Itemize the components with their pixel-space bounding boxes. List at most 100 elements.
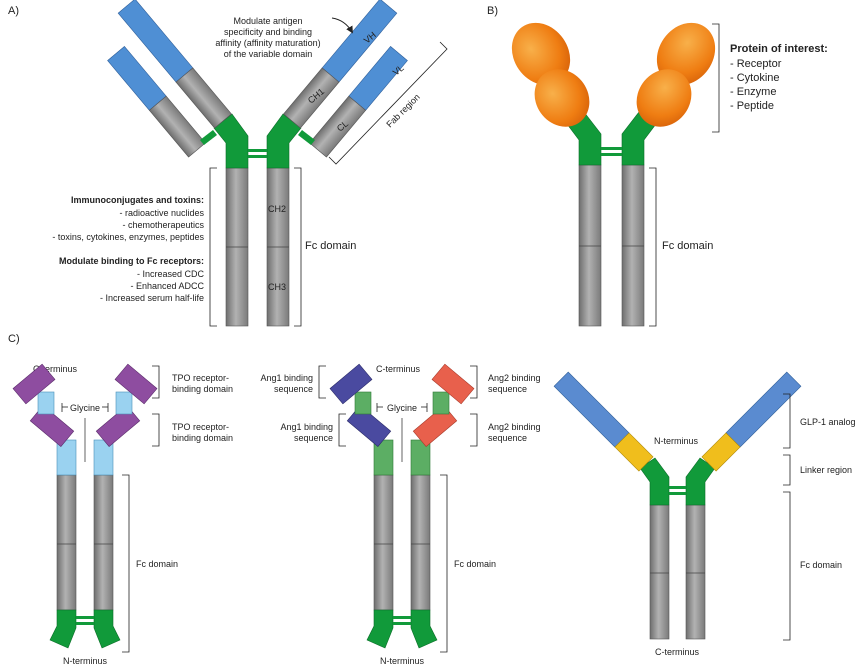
immunoconjugates-title: Immunoconjugates and toxins:: [71, 195, 204, 205]
c-middle-ang1-bottom-line-1: Ang1 binding: [280, 422, 333, 432]
b-disulfide-bond-2: [601, 153, 622, 156]
c-right-linker-label: Linker region: [800, 465, 852, 475]
c-middle-ang2-top-bracket: [470, 365, 478, 399]
c-left-tpo-top-line-1: TPO receptor-: [172, 373, 229, 383]
c-left-tpo-lower-right: [95, 405, 141, 447]
c-middle-ang1-upper: [329, 363, 373, 405]
c-right-right-arm: [701, 371, 802, 472]
c-left-bond-1: [76, 616, 94, 619]
protein-item-3: - Enzyme: [730, 86, 776, 98]
c-middle-ang2-upper-rect: [431, 363, 475, 405]
c-middle-fc-bracket: [440, 474, 448, 653]
c-middle-ang1-top-line-1: Ang1 binding: [260, 373, 313, 383]
b-disulfide-bond-1: [601, 147, 622, 150]
b-protein-left-lower: [534, 69, 590, 127]
c-right-n-terminus: N-terminus: [654, 436, 699, 446]
c-left-tpo-bottom-line-1: TPO receptor-: [172, 422, 229, 432]
c-left-tpo-bottom-bracket: [152, 413, 160, 447]
c-left-hinge-right: [93, 609, 121, 649]
c-left-fc-bracket: [122, 474, 130, 653]
protein-bracket: [712, 23, 720, 133]
c-left-tpo-bottom-line-2: binding domain: [172, 433, 233, 443]
protein-title: Protein of interest:: [730, 43, 828, 55]
panel-a-label: A): [8, 5, 19, 17]
c-middle-ang2-upper: [431, 363, 475, 405]
modifications-bracket: [209, 167, 217, 327]
c-middle-linker-upper-left: [354, 391, 372, 415]
c-middle-ang2-lower-rect: [412, 405, 458, 447]
c-right-linker-bracket: [783, 454, 791, 486]
c-left-tpo-top-bracket: [152, 365, 160, 399]
c-right-fc-right: [685, 504, 706, 640]
c-right-glp1-bracket: [783, 393, 791, 449]
modulate-fc-item-2: - Enhanced ADCC: [130, 281, 204, 291]
c-left-hinge-left: [49, 609, 77, 649]
b-heavy-chain-right: [621, 164, 645, 327]
panel-b: B) Protein of interest: - Receptor - Cyt…: [487, 5, 828, 327]
c-left-tpo-upper-right-rect: [114, 363, 158, 405]
c-left-bond-2: [76, 622, 94, 625]
modulate-fc-item-1: - Increased CDC: [137, 269, 205, 279]
immunoconjugates-item-2: - chemotherapeutics: [122, 220, 204, 230]
c-middle-ang1-top-bracket: [318, 365, 326, 399]
panel-c-label: C): [8, 333, 20, 345]
c-right-glp1-label: GLP-1 analog: [800, 417, 856, 427]
right-cl-domain: [309, 95, 367, 158]
modulate-antigen-note: Modulate antigen specificity and binding…: [215, 16, 353, 59]
c-right-glp1-left: [553, 371, 630, 448]
c-middle-linker-upper-right: [432, 391, 450, 415]
c-right-linker-right: [701, 432, 741, 472]
modulate-antigen-line-3: affinity (affinity maturation): [215, 38, 320, 48]
left-interchain-link: [200, 130, 217, 145]
c-middle-ang1-upper-rect: [329, 363, 373, 405]
modulate-antigen-line-1: Modulate antigen: [233, 16, 302, 26]
c-left-tpo-lower-right-rect: [95, 405, 141, 447]
c-middle-c-terminus: C-terminus: [376, 364, 421, 374]
c-right-hinge-left: [639, 457, 670, 506]
c-left-fc-right: [93, 474, 114, 611]
c-middle-glycine-label: Glycine: [387, 403, 417, 413]
right-ch1-domain: [283, 67, 340, 129]
disulfide-bond-1: [248, 149, 267, 152]
c-right-fc-left: [649, 504, 670, 640]
c-left-tpo-lower-left: [29, 405, 75, 447]
c-middle-ang2-top-line-2: sequence: [488, 384, 527, 394]
c-left-c-terminus: C-terminus: [33, 364, 78, 374]
c-middle-ang1-lower-rect: [346, 405, 392, 447]
panel-c: C) C-terminus: [8, 333, 856, 666]
c-left-tpo-upper-right: [114, 363, 158, 405]
left-ch1-domain: [175, 67, 232, 129]
c-right-fc-label: Fc domain: [800, 560, 842, 570]
ch3-label: CH3: [268, 282, 286, 292]
c-middle-construct: C-terminus: [260, 363, 541, 666]
c-middle-fc-label: Fc domain: [454, 559, 496, 569]
c-middle-fc-left: [373, 474, 394, 611]
right-light-arm: [309, 45, 408, 158]
modulate-antigen-line-2: specificity and binding: [224, 27, 312, 37]
fc-domain-label-b: Fc domain: [662, 240, 713, 252]
left-heavy-arm: [117, 0, 232, 129]
c-right-fc-bracket: [783, 491, 791, 641]
right-interchain-link: [298, 130, 315, 145]
fc-domain-bracket-b: [649, 167, 657, 327]
modulate-fc-item-3: - Increased serum half-life: [100, 293, 204, 303]
c-left-glycine-upper-right: [115, 391, 133, 415]
modulate-antigen-arrow: [331, 17, 353, 34]
c-left-glycine-label: Glycine: [70, 403, 100, 413]
c-middle-ang1-bottom-bracket: [338, 413, 346, 447]
c-middle-fc-right: [410, 474, 431, 611]
protein-item-4: - Peptide: [730, 100, 774, 112]
hinge-left: [213, 113, 249, 169]
disulfide-bond-2: [248, 155, 267, 158]
fc-domain-label-a: Fc domain: [305, 240, 356, 252]
fab-region-label: Fab region: [384, 92, 421, 129]
c-middle-ang1-top-line-2: sequence: [274, 384, 313, 394]
left-cl-domain: [148, 95, 206, 158]
c-right-bond-2: [669, 492, 686, 495]
hinge-right: [266, 113, 302, 169]
protein-item-2: - Cytokine: [730, 72, 780, 84]
panel-a: A) VH: [8, 0, 448, 327]
c-middle-ang2-lower: [412, 405, 458, 447]
immunoconjugates-item-1: - radioactive nuclides: [119, 208, 204, 218]
c-right-bond-1: [669, 486, 686, 489]
